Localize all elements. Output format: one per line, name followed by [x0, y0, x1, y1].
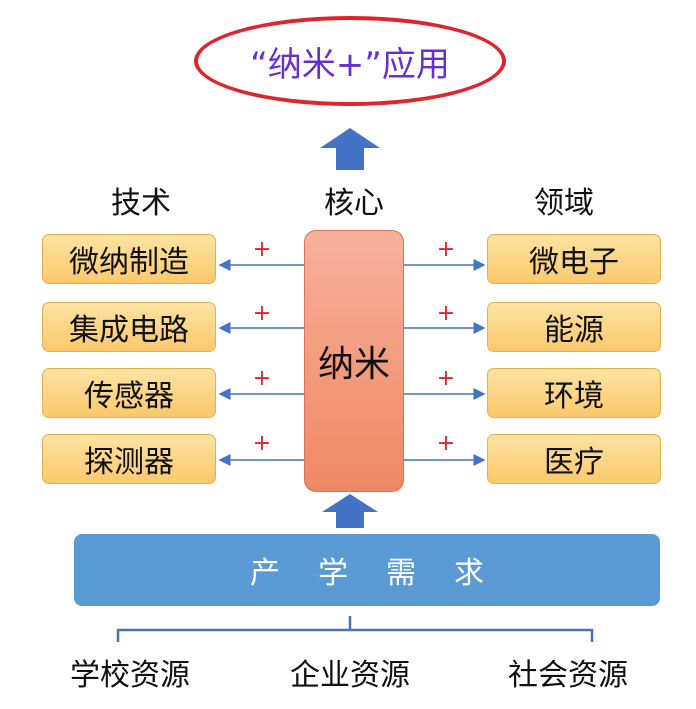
core-label: 纳米	[317, 344, 390, 385]
field-label: 能源	[544, 313, 604, 348]
resource-school: 学校资源	[70, 658, 190, 693]
plus-sign: +	[252, 237, 272, 262]
field-box-medical: 医疗	[487, 434, 661, 484]
tech-box-micro-nano-manufacturing: 微纳制造	[42, 234, 216, 284]
field-box-environment: 环境	[487, 368, 661, 418]
tech-label: 探测器	[84, 445, 174, 480]
core-box-nano: 纳米	[304, 230, 404, 492]
demand-bar-label: 产学需求	[250, 556, 522, 591]
resource-society: 社会资源	[508, 658, 628, 693]
field-box-energy: 能源	[487, 302, 661, 352]
header-core: 核心	[324, 186, 384, 221]
diagram-title: “纳米+”应用	[250, 44, 450, 85]
plus-sign: +	[436, 237, 456, 262]
title-ellipse: “纳米+”应用	[194, 16, 506, 106]
tech-box-integrated-circuit: 集成电路	[42, 302, 216, 352]
plus-sign: +	[252, 431, 272, 456]
demand-bar: 产学需求	[74, 534, 660, 606]
resource-enterprise: 企业资源	[290, 658, 410, 693]
tech-label: 传感器	[84, 379, 174, 414]
tech-box-sensor: 传感器	[42, 368, 216, 418]
plus-sign: +	[252, 301, 272, 326]
plus-sign: +	[436, 366, 456, 391]
up-arrow-to-core	[322, 494, 378, 528]
plus-sign: +	[436, 301, 456, 326]
header-fields: 领域	[534, 186, 594, 221]
tech-label: 集成电路	[69, 313, 189, 348]
field-label: 医疗	[544, 445, 604, 480]
header-technology: 技术	[111, 186, 171, 221]
plus-sign: +	[436, 431, 456, 456]
field-label: 微电子	[529, 245, 619, 280]
tech-box-detector: 探测器	[42, 434, 216, 484]
tech-label: 微纳制造	[69, 245, 189, 280]
field-label: 环境	[544, 379, 604, 414]
up-arrow-to-title	[320, 128, 380, 170]
plus-sign: +	[252, 366, 272, 391]
field-box-microelectronics: 微电子	[487, 234, 661, 284]
resource-bracket	[116, 616, 594, 642]
